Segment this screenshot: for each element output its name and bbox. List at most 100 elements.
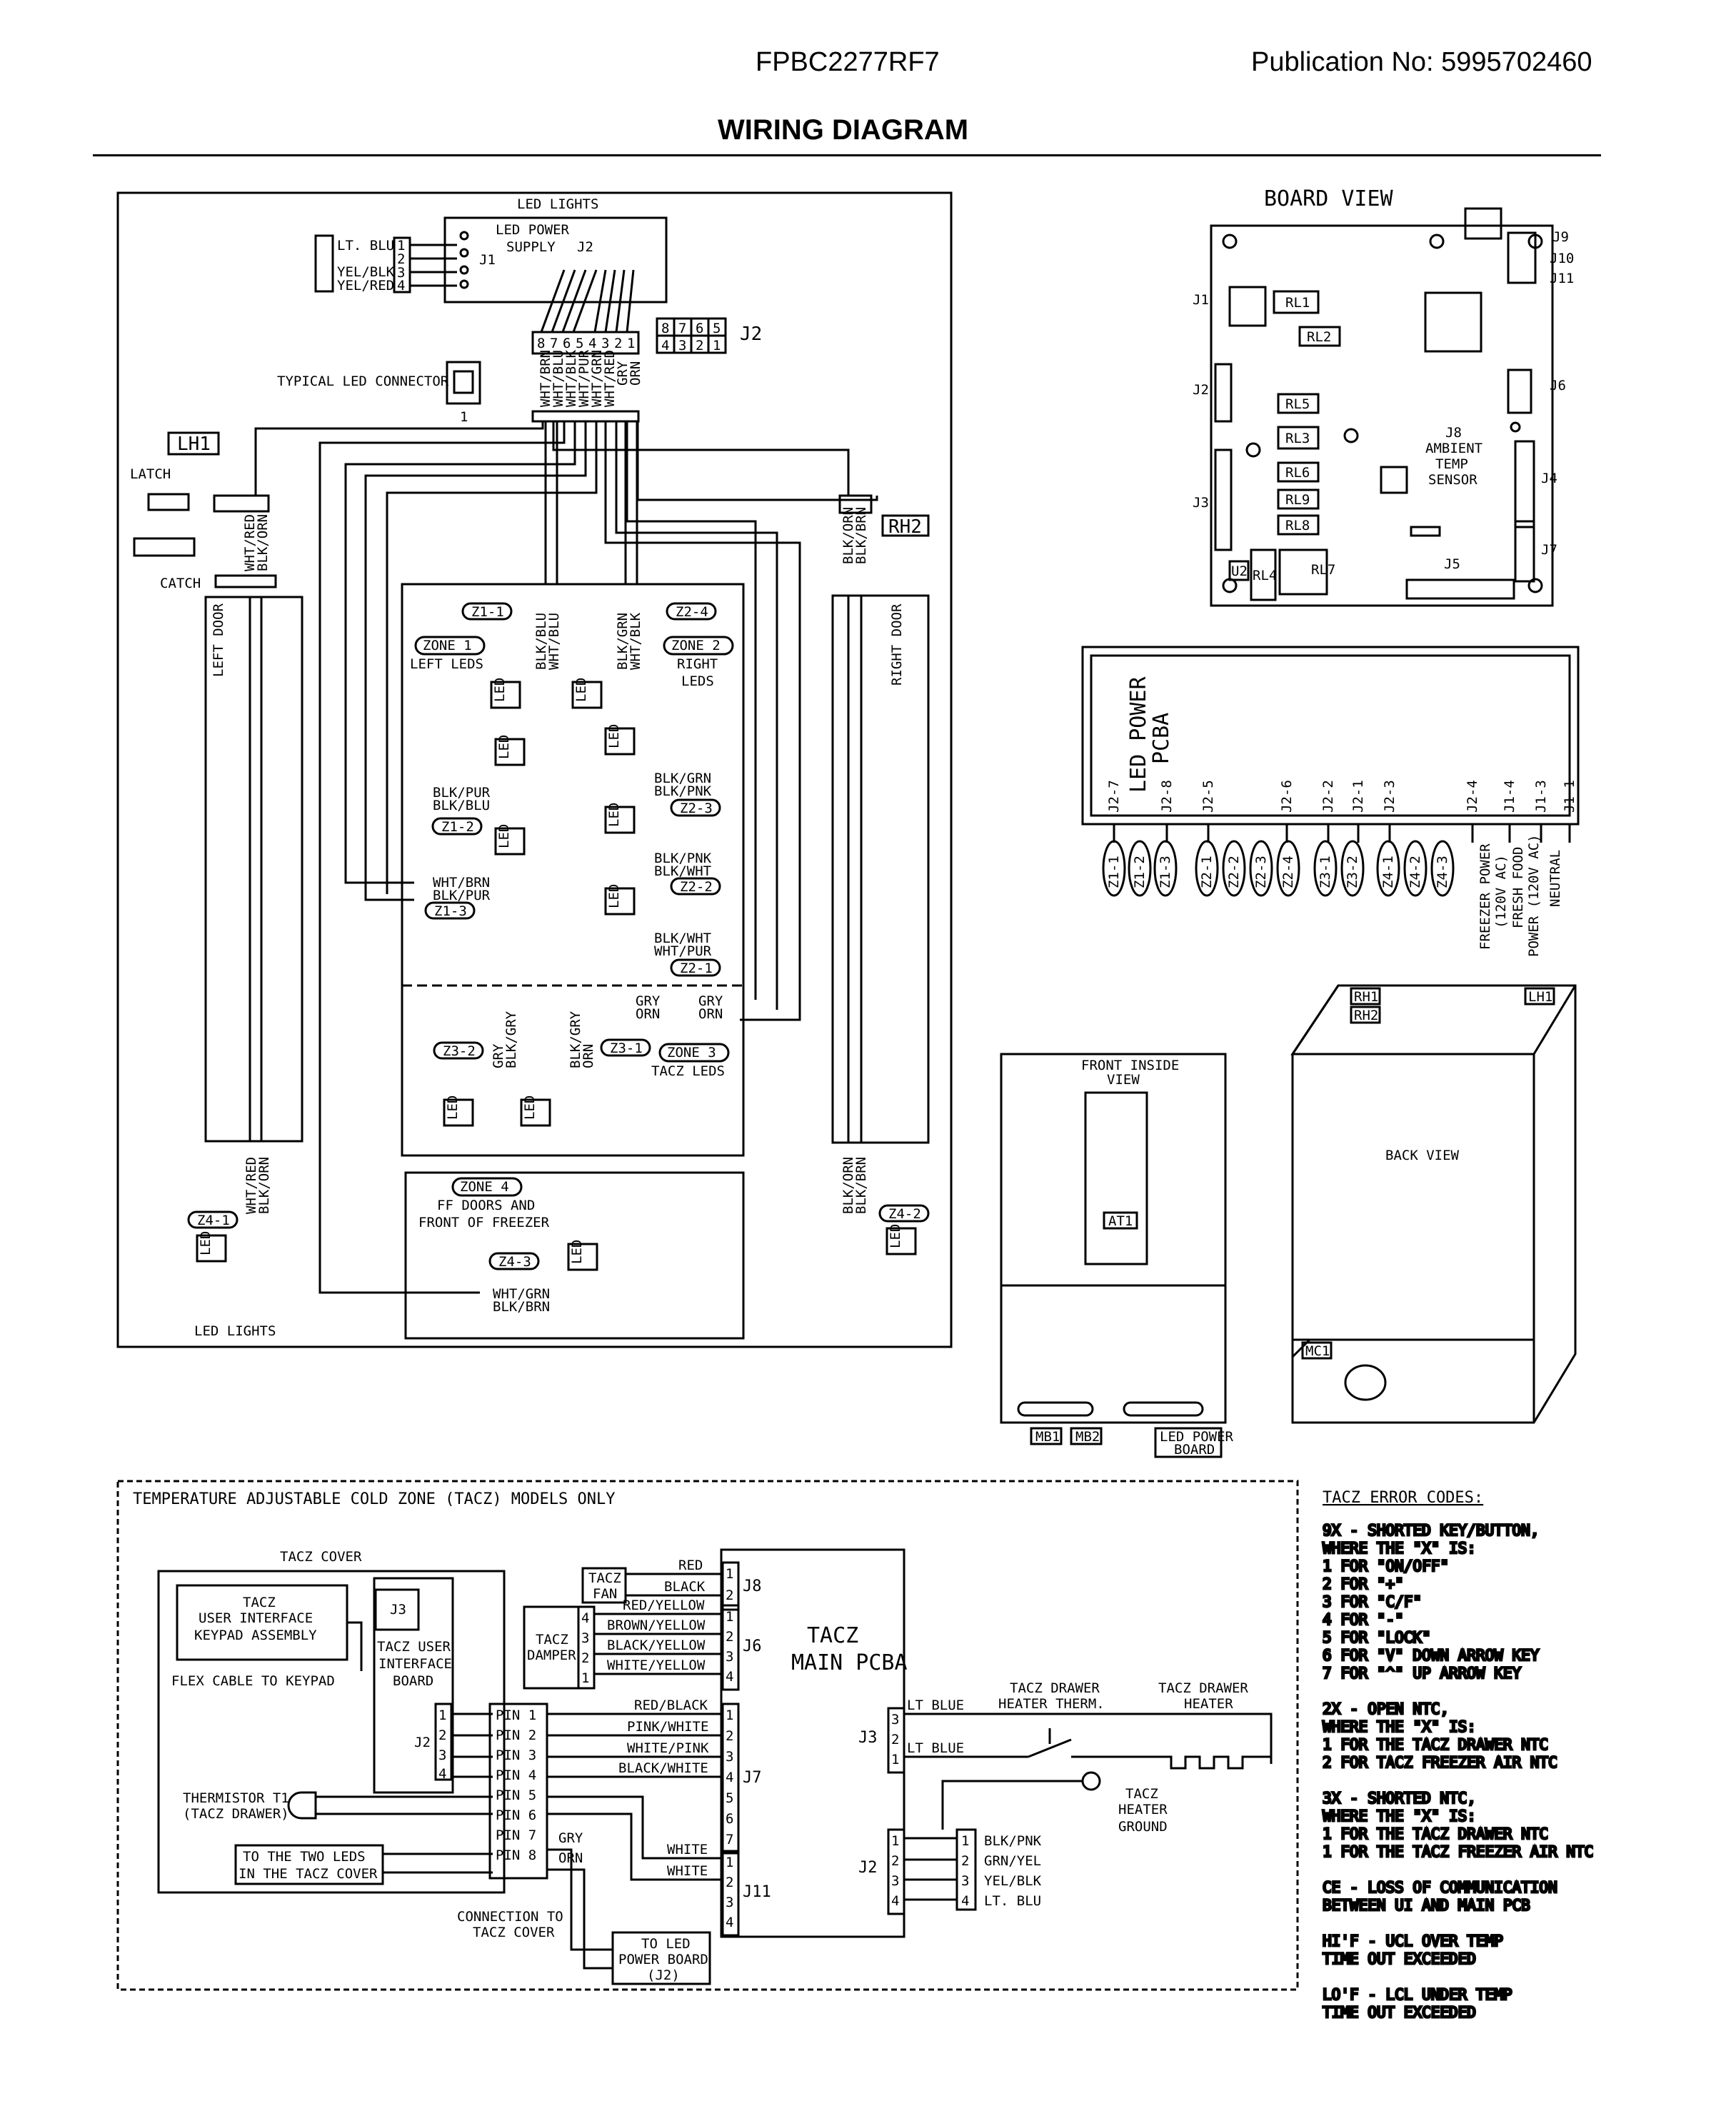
pcba-pin-label: J2-8 bbox=[1159, 780, 1175, 813]
fan-wire-red: RED bbox=[678, 1558, 703, 1573]
z1-3-wire-1: WHT/BRN bbox=[433, 875, 490, 891]
pcba-zone-label: Z2-4 bbox=[1280, 856, 1296, 888]
board-j1: J1 bbox=[1193, 292, 1209, 308]
led-power-supply-label-1: LED POWER bbox=[496, 222, 570, 238]
conn-pin-5: 5 bbox=[576, 336, 583, 351]
j1-pin-1: 1 bbox=[397, 238, 405, 254]
therm-l2: HEATER THERM. bbox=[998, 1696, 1105, 1712]
error-code-line: 7 FOR "^" UP ARROW KEY bbox=[1323, 1665, 1522, 1682]
tacz-damper-l1: TACZ bbox=[536, 1632, 568, 1648]
ui-j2-label: J2 bbox=[414, 1735, 431, 1750]
svg-text:LED: LED bbox=[573, 678, 589, 702]
svg-text:2: 2 bbox=[696, 338, 703, 353]
left-door-wires bbox=[249, 597, 263, 1141]
ground-terminal bbox=[1081, 1771, 1101, 1791]
zone-4-led-label: LED bbox=[569, 1240, 585, 1264]
z4-2-label: Z4-2 bbox=[888, 1206, 921, 1222]
pcba-power-4: POWER (120V AC) bbox=[1526, 834, 1542, 957]
two-leds-wires bbox=[383, 1852, 493, 1874]
ui-j2-pin-2: 2 bbox=[438, 1728, 446, 1743]
j7-wires bbox=[547, 1713, 723, 1778]
main-j7-pin: 5 bbox=[726, 1790, 733, 1806]
pcba-zone-oval bbox=[1313, 840, 1338, 897]
mount-hole bbox=[1245, 442, 1261, 458]
z2-2-label-box bbox=[670, 877, 721, 896]
j7-wire-1: RED/BLACK bbox=[634, 1698, 708, 1713]
z2-4-wire-2: WHT/BLK bbox=[628, 612, 643, 670]
j1-terminal bbox=[459, 231, 469, 241]
at1-box bbox=[1103, 1211, 1138, 1230]
pcba-zone-label: Z1-3 bbox=[1158, 856, 1173, 888]
main-j3-pin: 2 bbox=[891, 1732, 899, 1748]
z2-3-label-box bbox=[670, 798, 721, 817]
ui-board-l2: INTERFACE bbox=[378, 1656, 452, 1672]
led-harness-connector bbox=[531, 410, 640, 423]
conn-wire-5: WHT/GRN bbox=[589, 350, 605, 407]
damper-pin-4: 4 bbox=[581, 1610, 589, 1626]
error-code-line: 4 FOR "-" bbox=[1323, 1611, 1404, 1628]
damper-pin-block bbox=[577, 1605, 596, 1690]
main-j7-pin: 3 bbox=[726, 1749, 733, 1765]
j11-wire-1: WHITE bbox=[667, 1842, 708, 1857]
pcba-zone-label: Z3-1 bbox=[1318, 856, 1333, 888]
to-led-l1: TO LED bbox=[641, 1936, 691, 1952]
transformer bbox=[1424, 291, 1482, 353]
main-j3-label: J3 bbox=[858, 1729, 878, 1747]
error-code-line: WHERE THE "X" IS: bbox=[1323, 1807, 1476, 1825]
j1-plug bbox=[314, 234, 334, 293]
board-outline bbox=[1210, 224, 1554, 607]
board-j6-block bbox=[1507, 368, 1532, 414]
zone-4-label: ZONE 4 bbox=[460, 1179, 509, 1195]
zone-2-sub-2: LEDS bbox=[681, 673, 714, 689]
heater-l2: HEATER bbox=[1184, 1696, 1233, 1712]
main-j3-pin: 3 bbox=[891, 1712, 899, 1728]
pcba-zone-oval bbox=[1195, 840, 1219, 897]
main-pcba-l1: TACZ bbox=[807, 1623, 858, 1648]
supply-j2-label: J2 bbox=[577, 239, 593, 255]
right-door-wires bbox=[847, 596, 863, 1143]
svg-text:3: 3 bbox=[678, 338, 686, 353]
zone-4-panel bbox=[404, 1171, 745, 1340]
typical-led-connector bbox=[446, 361, 481, 405]
pcba-zone-oval bbox=[1128, 840, 1152, 897]
j8-label-4: SENSOR bbox=[1428, 472, 1477, 488]
back-view-label: BACK VIEW bbox=[1385, 1148, 1460, 1163]
pcba-pin-label: J1-4 bbox=[1502, 780, 1517, 813]
z4-1-wire-1: WHT/RED bbox=[244, 1157, 259, 1214]
pin7-gry: GRY bbox=[558, 1830, 583, 1846]
z1-2-label-box bbox=[431, 817, 483, 836]
error-code-line: 9X - SHORTED KEY/BUTTON, bbox=[1323, 1522, 1539, 1539]
ui-j2-pin-3: 3 bbox=[438, 1748, 446, 1763]
tacz-pin-label: PIN 4 bbox=[496, 1767, 536, 1783]
error-code-line: TIME OUT EXCEEDED bbox=[1323, 2004, 1476, 2021]
title-rule bbox=[93, 154, 1601, 156]
svg-text:RL1: RL1 bbox=[1285, 295, 1310, 311]
lh-wire-2: BLK/ORN bbox=[255, 514, 271, 571]
ground-wire bbox=[941, 1780, 1083, 1830]
tacz-fan-box bbox=[581, 1567, 627, 1604]
rh2-label: RH2 bbox=[888, 516, 922, 538]
j1-wire-4: YEL/RED bbox=[337, 278, 394, 294]
board-j5: J5 bbox=[1444, 556, 1460, 572]
led-power-board-l1: LED POWER bbox=[1160, 1429, 1234, 1445]
fan-wire-black: BLACK bbox=[664, 1579, 706, 1595]
error-code-line: WHERE THE "X" IS: bbox=[1323, 1540, 1476, 1557]
pcba-zone-label: Z4-1 bbox=[1380, 856, 1396, 888]
ambient-sensor bbox=[1510, 421, 1521, 433]
therm-switch bbox=[1028, 1728, 1143, 1758]
zone-3-sub: TACZ LEDS bbox=[651, 1063, 725, 1079]
zone-1-3-panel bbox=[401, 583, 745, 1157]
z2-1-label: Z2-1 bbox=[680, 961, 713, 976]
mc1-box bbox=[1301, 1341, 1333, 1360]
z3-wire-1: GRY bbox=[636, 993, 661, 1009]
j11-wire-2: WHITE bbox=[667, 1863, 708, 1879]
thermistor-body bbox=[287, 1791, 317, 1820]
led-power-board-l2: BOARD bbox=[1174, 1442, 1215, 1458]
error-code-line: WHERE THE "X" IS: bbox=[1323, 1718, 1476, 1735]
tacz-pin-label: PIN 7 bbox=[496, 1827, 536, 1843]
main-j6-pin: 4 bbox=[726, 1669, 733, 1685]
j2r-plug-pin: 2 bbox=[961, 1853, 969, 1869]
led-8pin-connector bbox=[531, 331, 640, 355]
led-pcba-inner bbox=[1090, 654, 1571, 817]
at1-label: AT1 bbox=[1108, 1213, 1133, 1229]
